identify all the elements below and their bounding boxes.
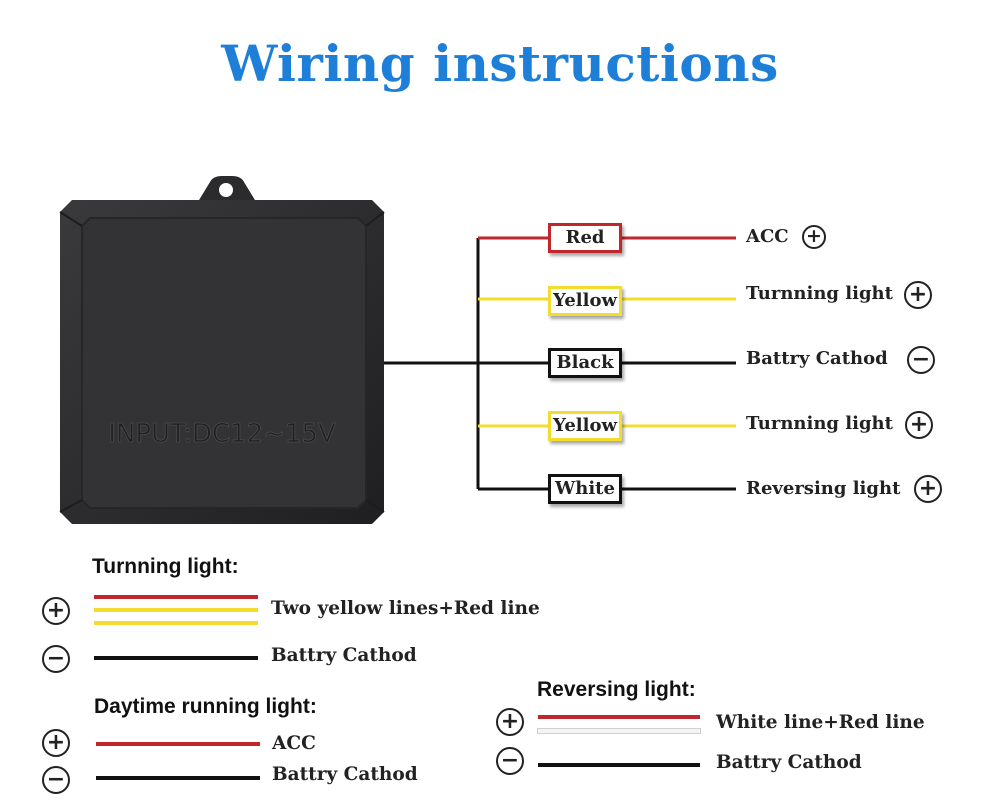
legend-text-daytime-minus: Battry Cathod (272, 764, 418, 785)
legend-line-red (96, 742, 260, 746)
legend-text-reversing-minus: Battry Cathod (716, 752, 862, 773)
controller-module (59, 200, 385, 524)
legend-heading-daytime: Daytime running light: (94, 695, 317, 718)
plus-icon: + (42, 729, 70, 757)
wire-target-label: Turnning light (746, 413, 893, 434)
wire-target-label: Battry Cathod (746, 348, 888, 369)
minus-icon: − (42, 645, 70, 673)
wire-tag-white: White (548, 474, 622, 504)
minus-icon: − (907, 346, 935, 374)
wire-tag-red: Red (548, 223, 622, 253)
page-title: Wiring instructions (221, 34, 779, 93)
wire-target-label: ACC (746, 226, 789, 247)
wire-harness (384, 238, 480, 489)
legend-text-turning-plus: Two yellow lines+Red line (271, 598, 540, 619)
plus-icon: + (42, 597, 70, 625)
plus-icon: + (496, 708, 524, 736)
legend-line-white (538, 729, 700, 733)
plus-icon: + (904, 281, 932, 309)
wire-target-label: Turnning light (746, 283, 893, 304)
legend-line-yellow (94, 608, 258, 612)
legend-text-reversing-plus: White line+Red line (716, 712, 925, 733)
minus-icon: − (496, 747, 524, 775)
legend-line-red (538, 715, 700, 719)
legend-line-black (96, 776, 260, 780)
legend-line-red (94, 595, 258, 599)
mounting-tab (196, 176, 258, 205)
legend-heading-reversing: Reversing light: (537, 678, 696, 701)
minus-icon: − (42, 766, 70, 794)
plus-icon: + (905, 411, 933, 439)
legend-line-yellow (94, 621, 258, 625)
plus-icon: + (914, 475, 942, 503)
legend-heading-turning: Turnning light: (92, 555, 239, 578)
legend-text-daytime-plus: ACC (272, 733, 316, 754)
legend-line-black (538, 763, 700, 767)
wire-target-label: Reversing light (746, 478, 901, 499)
wire-tag-black: Black (548, 348, 622, 378)
legend-text-turning-minus: Battry Cathod (271, 645, 417, 666)
module-input-label: INPUT:DC12~15V (108, 419, 336, 449)
wiring-diagram: INPUT:DC12~15V (59, 176, 736, 524)
wire-tag-yellow: Yellow (548, 411, 622, 441)
legend-line-black (94, 656, 258, 660)
plus-icon: + (802, 225, 826, 249)
wire-tag-yellow: Yellow (548, 286, 622, 316)
